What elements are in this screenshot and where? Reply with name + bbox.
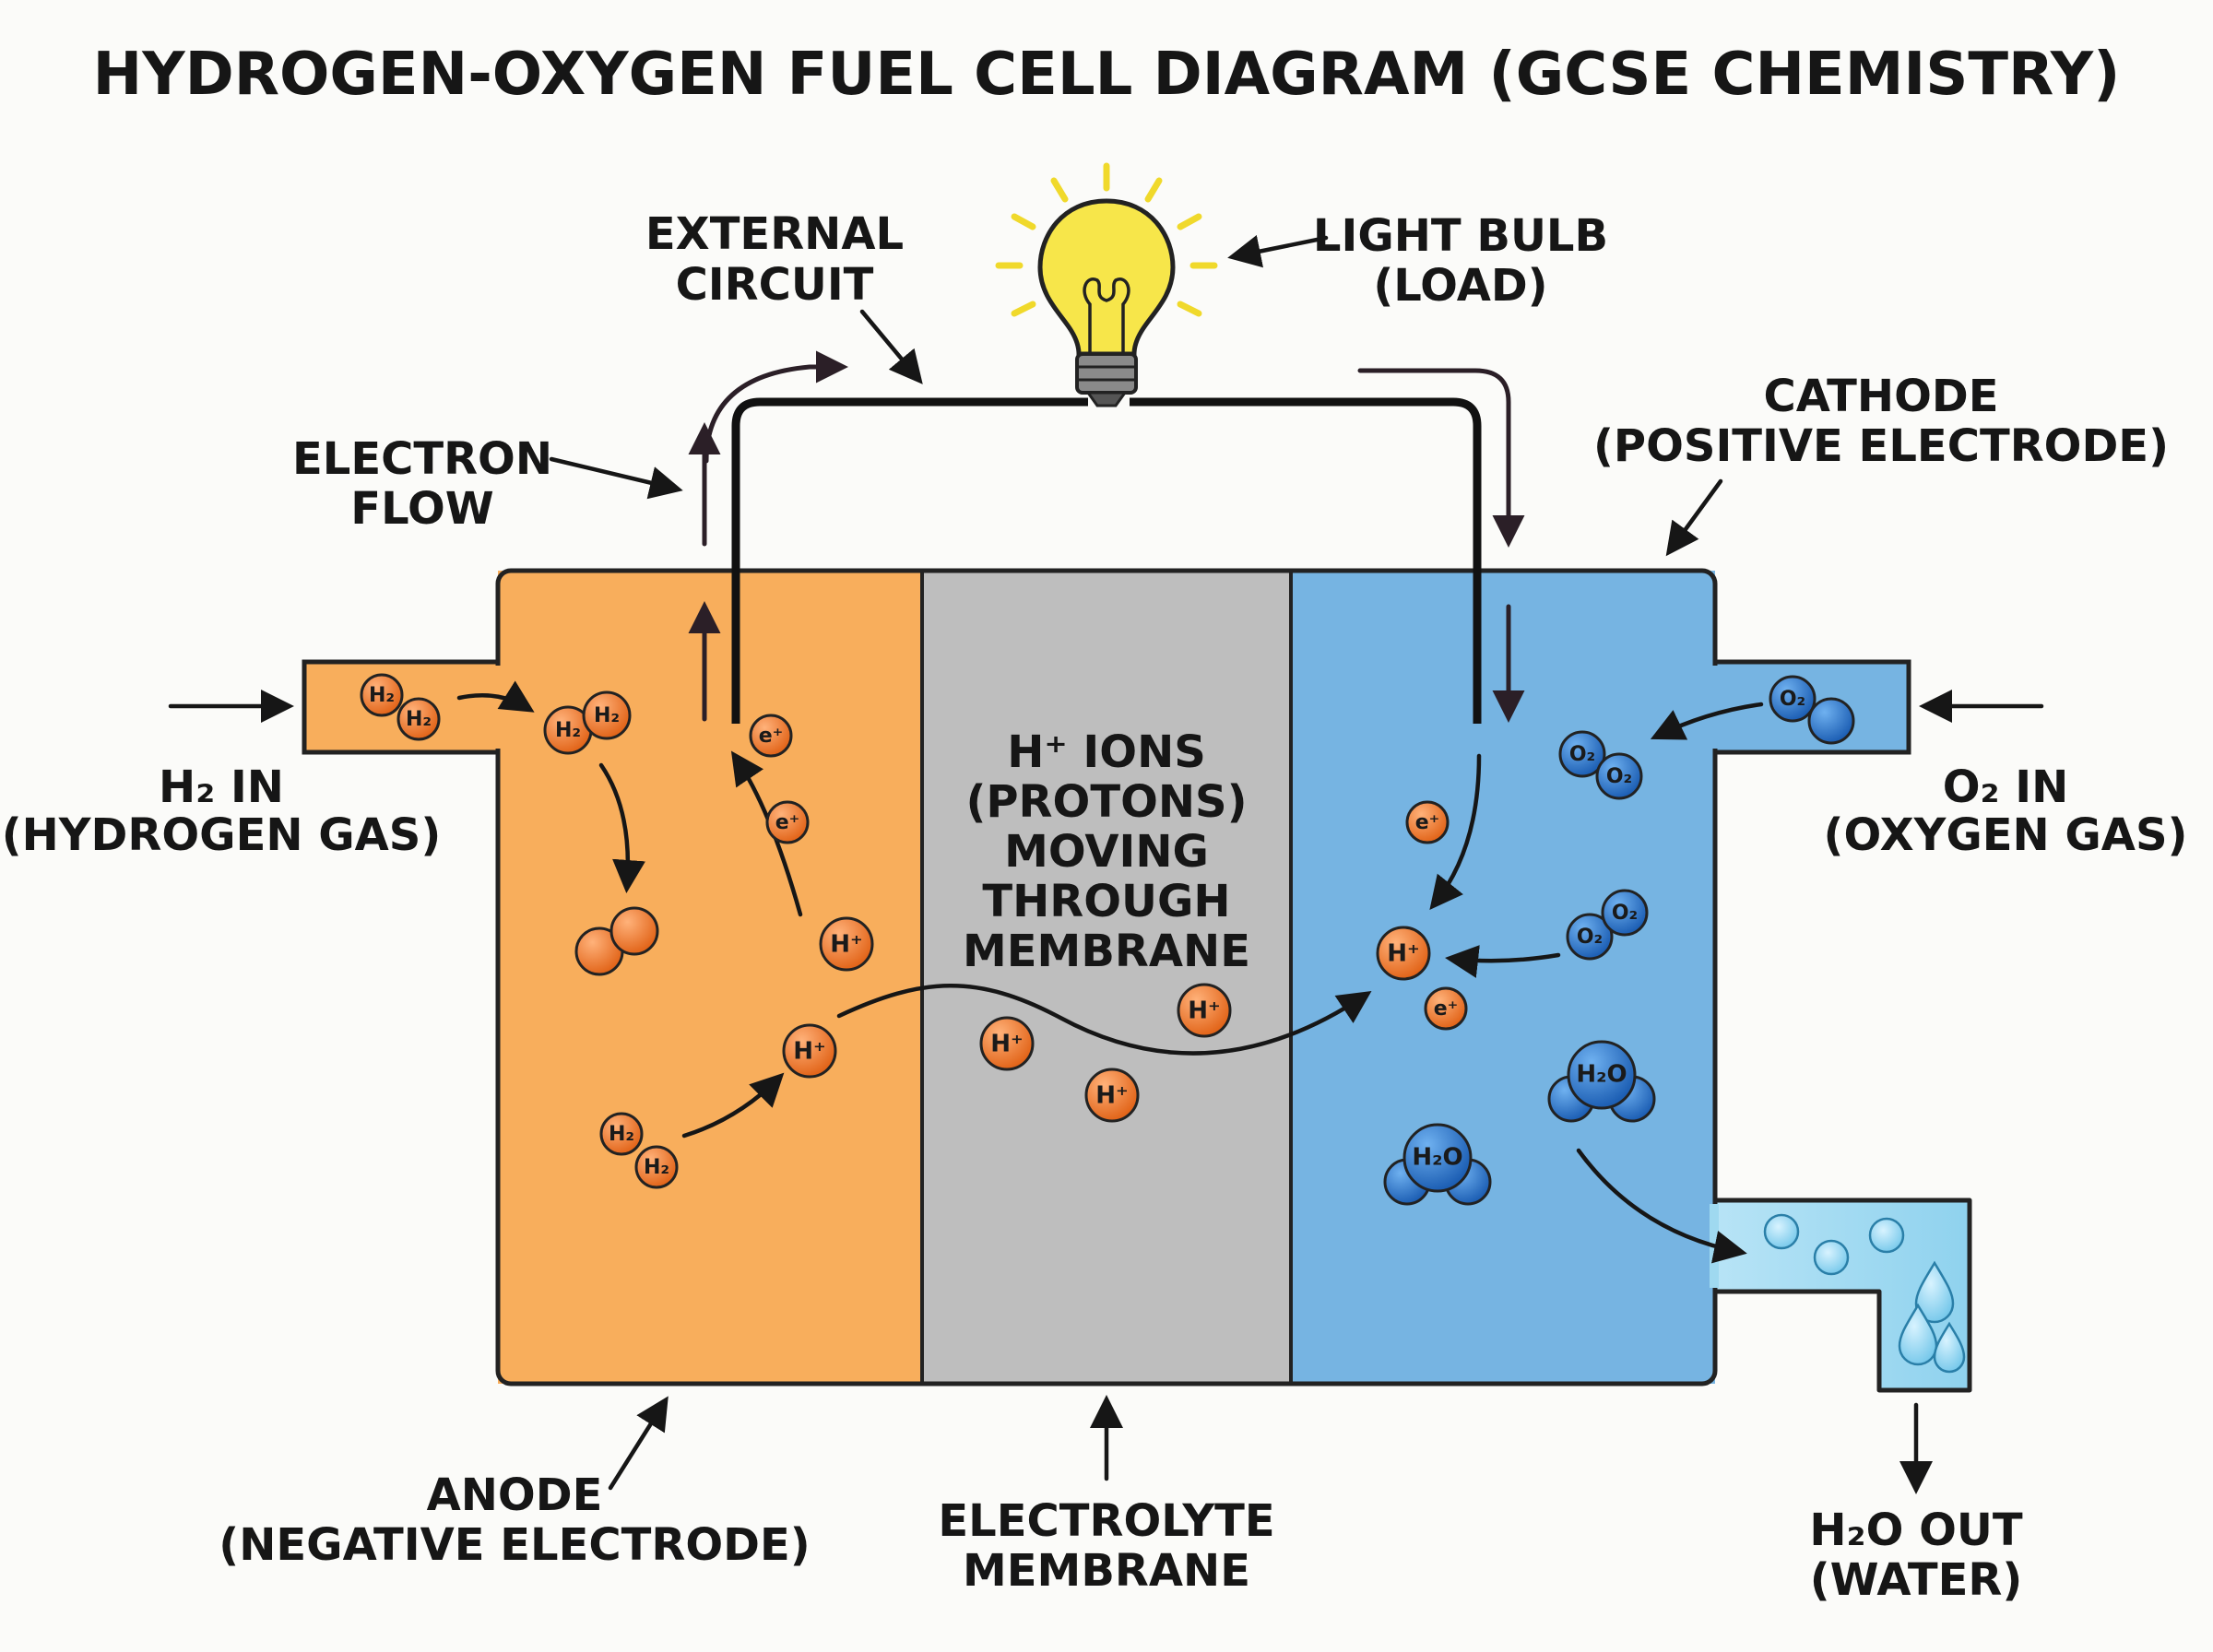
o2-in-label: O₂ IN (OXYGEN GAS) xyxy=(1824,761,2188,861)
svg-text:H₂: H₂ xyxy=(644,1156,669,1179)
electrolyte-membrane-section xyxy=(922,571,1291,1384)
o2-molecule: O₂ O₂ xyxy=(1566,889,1649,961)
svg-text:LIGHT BULB: LIGHT BULB xyxy=(1313,210,1608,262)
svg-text:CATHODE: CATHODE xyxy=(1764,371,1999,422)
o2-motion-arrow xyxy=(1445,945,1561,978)
h2-molecule: H₂ H₂ xyxy=(543,690,632,755)
light-bulb-label: LIGHT BULB (LOAD) xyxy=(1313,210,1608,312)
o2-molecule: O₂ xyxy=(1769,675,1855,745)
svg-text:(PROTONS): (PROTONS) xyxy=(965,776,1247,828)
svg-text:CIRCUIT: CIRCUIT xyxy=(676,259,874,311)
svg-text:(HYDROGEN GAS): (HYDROGEN GAS) xyxy=(2,809,442,861)
h2-in-label: H₂ IN (HYDROGEN GAS) xyxy=(2,761,442,861)
electron-flow-pointer xyxy=(549,456,683,500)
cathode-pointer xyxy=(1665,478,1723,557)
svg-text:H₂: H₂ xyxy=(406,708,432,731)
electron-particle: e⁺ xyxy=(1424,986,1468,1031)
electron-flow-arrow xyxy=(704,350,848,464)
svg-text:e⁺: e⁺ xyxy=(1415,811,1440,834)
svg-text:H⁺: H⁺ xyxy=(1095,1082,1128,1110)
svg-text:H₂: H₂ xyxy=(609,1123,634,1146)
svg-text:MEMBRANE: MEMBRANE xyxy=(963,926,1250,977)
anode-pointer xyxy=(608,1396,669,1491)
water-molecule: H₂O xyxy=(1383,1123,1492,1206)
electron-flow-label: ELECTRON FLOW xyxy=(292,433,552,535)
cathode-label: CATHODE (POSITIVE ELECTRODE) xyxy=(1593,371,2169,472)
svg-text:H⁺: H⁺ xyxy=(1387,940,1419,968)
svg-text:H⁺: H⁺ xyxy=(830,931,862,959)
svg-text:(LOAD): (LOAD) xyxy=(1373,260,1547,312)
svg-text:MEMBRANE: MEMBRANE xyxy=(963,1545,1250,1597)
svg-text:(WATER): (WATER) xyxy=(1810,1554,2023,1606)
o2-molecule: O₂ O₂ xyxy=(1558,730,1643,800)
h-ion-particle: H⁺ xyxy=(979,1016,1035,1071)
water-motion-arrow xyxy=(1576,1148,1747,1264)
external-circuit-pointer xyxy=(859,309,923,384)
proton-path-arrow xyxy=(836,984,1372,1056)
electron-particle: e⁺ xyxy=(765,800,810,844)
anode-label: ANODE (NEGATIVE ELECTRODE) xyxy=(219,1469,810,1571)
ion-movement-label: H⁺ IONS (PROTONS) MOVING THROUGH MEMBRAN… xyxy=(963,726,1250,977)
electron-motion-arrow xyxy=(1429,753,1482,911)
svg-text:H₂: H₂ xyxy=(369,684,395,707)
svg-text:THROUGH: THROUGH xyxy=(982,876,1230,927)
svg-text:O₂: O₂ xyxy=(1577,926,1603,949)
svg-text:(POSITIVE ELECTRODE): (POSITIVE ELECTRODE) xyxy=(1593,420,2169,472)
electron-particle: e⁺ xyxy=(749,714,793,758)
svg-text:H⁺: H⁺ xyxy=(793,1038,825,1066)
external-circuit-label: EXTERNAL CIRCUIT xyxy=(645,208,904,311)
svg-text:O₂: O₂ xyxy=(1606,765,1632,788)
light-bulb-icon xyxy=(995,162,1218,407)
h-ion-particle: H⁺ xyxy=(819,916,874,972)
water-molecule: H₂O xyxy=(1547,1040,1656,1123)
svg-text:ELECTROLYTE: ELECTROLYTE xyxy=(938,1495,1274,1547)
h2-molecule xyxy=(574,906,659,976)
svg-text:e⁺: e⁺ xyxy=(759,725,784,748)
electrolyte-membrane-label: ELECTROLYTE MEMBRANE xyxy=(938,1495,1274,1597)
h-ion-particle: H⁺ xyxy=(1084,1068,1140,1123)
h2-molecule: H₂ H₂ xyxy=(360,673,441,741)
svg-text:H₂: H₂ xyxy=(594,704,620,727)
svg-text:(OXYGEN GAS): (OXYGEN GAS) xyxy=(1824,809,2188,861)
svg-text:O₂: O₂ xyxy=(1780,688,1805,711)
cathode-section xyxy=(1291,571,1715,1384)
h2-motion-arrow xyxy=(681,1072,785,1139)
svg-text:H₂: H₂ xyxy=(555,719,581,742)
h2-motion-arrow xyxy=(598,762,645,893)
electron-flow-arrow xyxy=(1357,368,1525,548)
svg-text:H₂O: H₂O xyxy=(1412,1144,1462,1172)
svg-text:H⁺: H⁺ xyxy=(1188,997,1220,1025)
light-bulb-pointer xyxy=(1227,234,1329,268)
svg-text:(NEGATIVE ELECTRODE): (NEGATIVE ELECTRODE) xyxy=(219,1519,810,1571)
svg-text:ANODE: ANODE xyxy=(427,1469,603,1521)
svg-text:e⁺: e⁺ xyxy=(1434,997,1459,1021)
svg-text:H₂ IN: H₂ IN xyxy=(159,761,284,813)
svg-text:O₂: O₂ xyxy=(1612,902,1638,925)
svg-text:H⁺ IONS: H⁺ IONS xyxy=(1007,726,1206,778)
page-title: HYDROGEN-OXYGEN FUEL CELL DIAGRAM (GCSE … xyxy=(93,41,2121,109)
h-ion-particle: H⁺ xyxy=(782,1023,837,1079)
svg-text:H₂O: H₂O xyxy=(1576,1061,1627,1089)
o2-motion-arrow xyxy=(1650,702,1764,740)
fuel-cell-outline xyxy=(495,568,1718,1386)
svg-text:H⁺: H⁺ xyxy=(990,1031,1023,1058)
water-droplets xyxy=(1763,1213,1966,1374)
electron-particle: e⁺ xyxy=(1405,800,1450,844)
h2o-out-label: H₂O OUT (WATER) xyxy=(1809,1504,2022,1606)
svg-text:ELECTRON: ELECTRON xyxy=(292,433,552,485)
h-ion-particle: H⁺ xyxy=(1177,983,1232,1038)
svg-text:FLOW: FLOW xyxy=(350,483,493,535)
svg-text:O₂: O₂ xyxy=(1569,743,1595,766)
h2-molecule: H₂ H₂ xyxy=(599,1112,679,1189)
external-circuit-wire xyxy=(731,397,1088,724)
svg-text:MOVING: MOVING xyxy=(1004,826,1209,878)
svg-text:O₂ IN: O₂ IN xyxy=(1943,761,2069,813)
svg-text:e⁺: e⁺ xyxy=(775,811,800,834)
svg-text:H₂O OUT: H₂O OUT xyxy=(1809,1504,2022,1556)
h2-motion-arrow xyxy=(456,680,535,713)
anode-section xyxy=(498,571,922,1384)
svg-text:EXTERNAL: EXTERNAL xyxy=(645,208,904,260)
h-ion-particle: H⁺ xyxy=(1376,926,1431,981)
